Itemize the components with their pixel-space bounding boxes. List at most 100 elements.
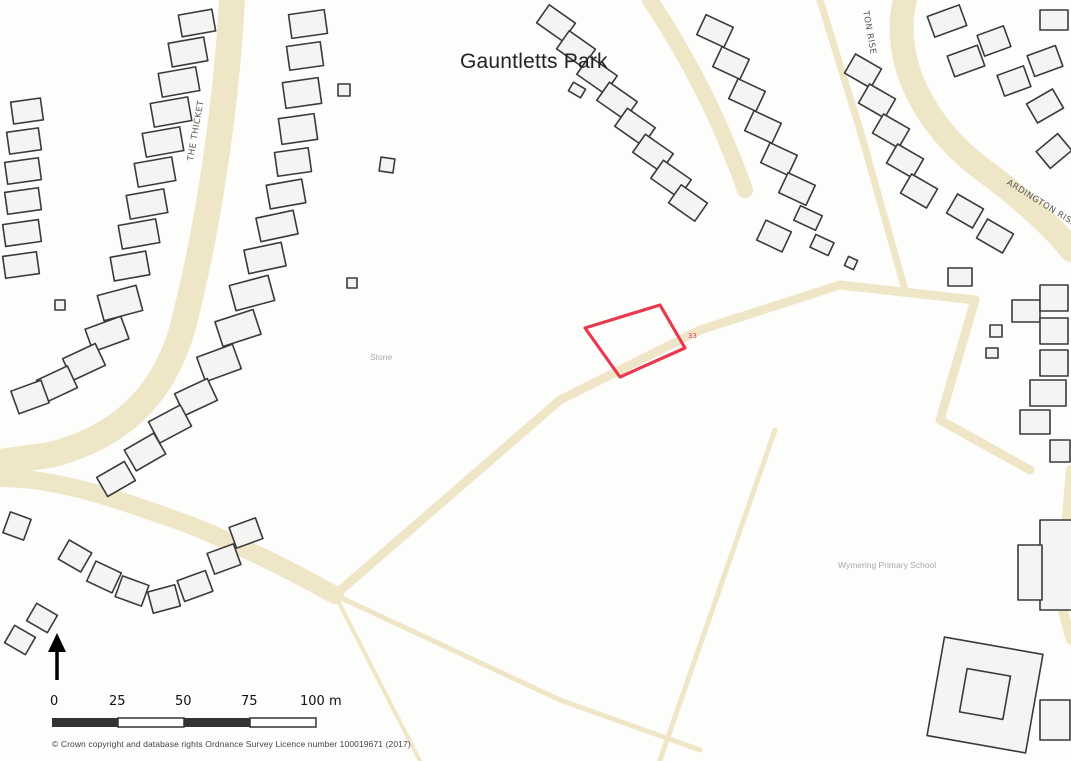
scale-tick-0: 0 xyxy=(50,694,59,709)
building xyxy=(1029,379,1067,407)
building xyxy=(228,517,264,549)
building xyxy=(777,171,817,207)
svg-text:33: 33 xyxy=(688,332,697,340)
building xyxy=(667,184,709,222)
place-label-school: Wymering Primary School xyxy=(838,560,937,570)
building xyxy=(285,40,325,72)
scale-tick-50: 50 xyxy=(175,694,192,709)
copyright-notice: © Crown copyright and database rights Or… xyxy=(52,739,411,749)
building xyxy=(1039,9,1069,31)
path-field-2 xyxy=(332,592,703,753)
building xyxy=(1039,284,1069,312)
building xyxy=(1035,132,1071,170)
building xyxy=(287,8,329,40)
path-diagonal xyxy=(330,280,980,600)
building xyxy=(976,25,1012,57)
school-building xyxy=(958,667,1012,721)
building xyxy=(96,284,144,322)
building xyxy=(926,4,968,38)
school-building xyxy=(1017,544,1043,601)
building xyxy=(133,156,177,188)
building xyxy=(985,347,999,359)
building xyxy=(759,141,799,177)
building xyxy=(1039,349,1069,377)
building xyxy=(277,112,319,146)
path-field-3 xyxy=(333,593,422,761)
building xyxy=(1019,409,1051,435)
building xyxy=(57,539,93,573)
building xyxy=(273,146,313,178)
building xyxy=(946,44,986,78)
building xyxy=(54,299,66,311)
road-cul-de-sac xyxy=(642,0,753,198)
scale-bar-graphic xyxy=(52,717,317,728)
building xyxy=(281,76,323,110)
building xyxy=(25,602,59,634)
building xyxy=(177,8,217,38)
building xyxy=(85,560,123,594)
building xyxy=(727,77,767,113)
scale-tick-25: 25 xyxy=(109,694,126,709)
building xyxy=(176,569,214,603)
building xyxy=(109,250,151,282)
building xyxy=(3,186,43,216)
building xyxy=(2,511,32,541)
building xyxy=(843,53,883,89)
building xyxy=(149,96,193,128)
building xyxy=(125,188,169,220)
building xyxy=(337,83,351,97)
building xyxy=(346,277,358,289)
building xyxy=(843,255,859,271)
building xyxy=(10,379,50,415)
building xyxy=(885,143,925,179)
building xyxy=(792,204,824,232)
building xyxy=(214,308,262,348)
building xyxy=(3,156,43,186)
north-arrow-icon xyxy=(48,633,66,680)
road-south-west xyxy=(0,469,344,604)
path-north xyxy=(816,0,909,294)
building xyxy=(195,343,243,383)
path-field-1 xyxy=(657,427,778,761)
building xyxy=(157,66,201,98)
building xyxy=(695,13,735,49)
building xyxy=(809,233,835,257)
building xyxy=(755,219,793,253)
building xyxy=(378,156,396,174)
scale-tick-75: 75 xyxy=(241,694,258,709)
building xyxy=(857,83,897,119)
building xyxy=(5,127,43,155)
building xyxy=(871,113,911,149)
building xyxy=(265,178,307,210)
road-ardington-rise xyxy=(889,0,1071,262)
school-building xyxy=(1039,519,1071,611)
building xyxy=(167,36,209,68)
building xyxy=(996,65,1032,97)
place-label-stone: Stone xyxy=(370,352,393,362)
building xyxy=(899,173,939,209)
building xyxy=(743,109,783,145)
building xyxy=(3,624,37,656)
building xyxy=(989,324,1003,338)
building xyxy=(711,45,751,81)
road-the-thicket xyxy=(0,0,245,475)
building xyxy=(243,241,287,275)
building xyxy=(1011,299,1041,323)
building xyxy=(945,193,985,229)
building xyxy=(141,126,185,158)
building xyxy=(1049,439,1071,463)
building xyxy=(9,97,45,125)
building xyxy=(206,543,242,575)
buildings xyxy=(1,4,1071,754)
building xyxy=(1026,44,1064,78)
path-east-edge xyxy=(935,295,1035,475)
building xyxy=(1025,88,1065,124)
building xyxy=(84,315,130,353)
building xyxy=(1,218,43,248)
building xyxy=(567,81,587,99)
building xyxy=(117,218,161,250)
building xyxy=(123,432,167,472)
